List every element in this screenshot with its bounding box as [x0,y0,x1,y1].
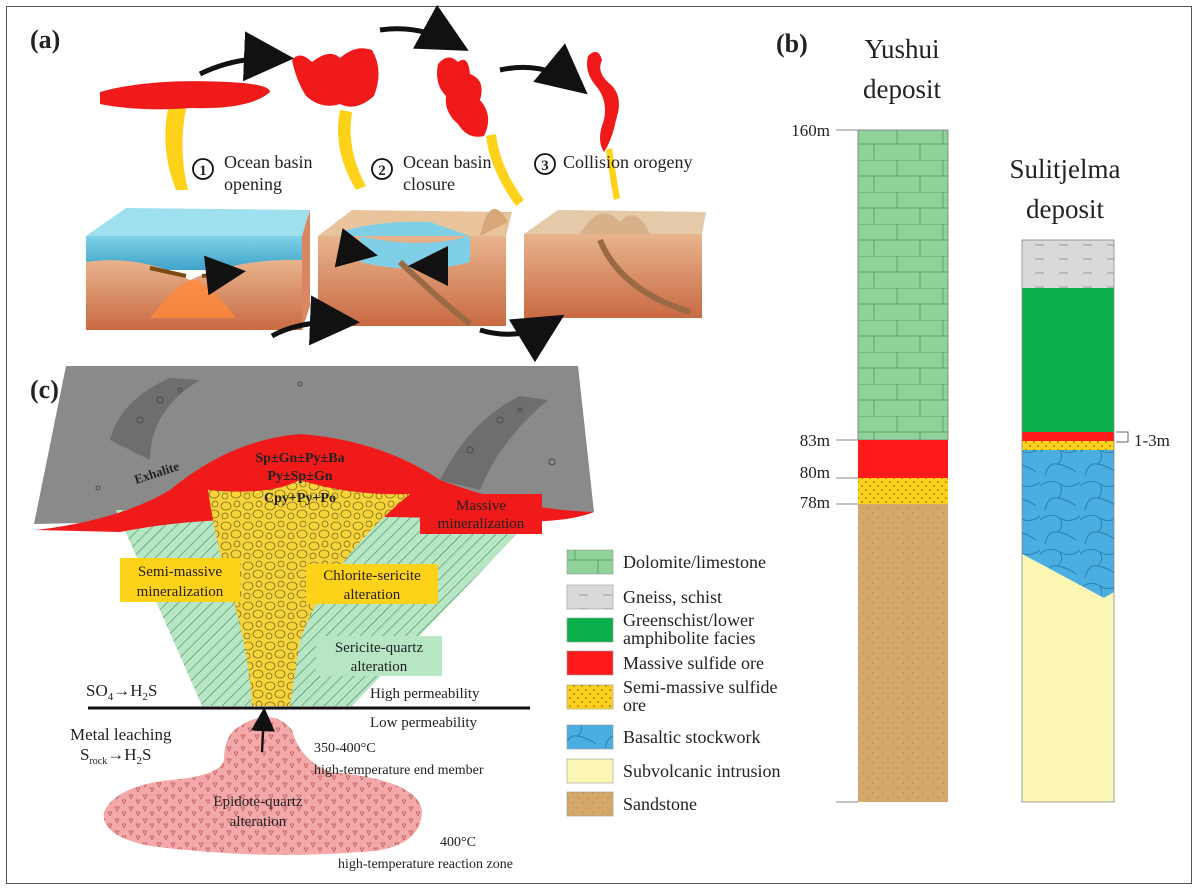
arrow-top-2 [379,4,469,51]
legend-label-2-0: Greenschist/lower [623,610,754,630]
legend-swatch-3 [566,650,614,676]
legend-label-7-0: Sandstone [623,794,697,814]
epidote-line-2: alteration [230,814,287,830]
svg-text:Ocean basin: Ocean basin [403,152,491,172]
svg-text:2: 2 [378,163,386,179]
panel-b: (b) Yushui deposit Sulitjelma deposit 16… [776,29,1170,803]
block-diagram-closure [318,208,512,327]
depth-160: 160m [791,121,830,140]
panel-c-label: (c) [30,375,59,404]
svg-text:mineralization: mineralization [137,584,224,600]
depth-ticks [836,129,858,803]
sulitjelma-title-1: Sulitjelma [1010,154,1121,184]
legend-swatch-6 [566,758,614,784]
svg-text:Chlorite-sericite: Chlorite-sericite [323,568,421,584]
mineral-line-1: Sp±Gn±Py±Ba [255,451,344,466]
so4-reaction: SO4→H2S [86,681,157,703]
svg-text:Sericite-quartz: Sericite-quartz [335,640,424,656]
thickness-bracket [1116,431,1129,443]
fluid-arrow [251,707,276,753]
sulitjelma-title-2: deposit [1026,194,1104,224]
epidote-line-1: Epidote-quartz [213,794,302,810]
yushui-column [857,129,949,802]
metal-leaching-label: Metal leaching [70,725,172,744]
mineral-line-2: Py±Sp±Gn [267,469,332,484]
panel-c: (c) Exhalite Sp±Gn±Py±Ba Py±Sp±Gn Cpy+Py… [30,366,594,872]
yushui-title-1: Yushui [864,34,939,64]
depth-80: 80m [800,463,830,482]
depth-83: 83m [800,431,830,450]
sulitjelma-column [1021,239,1115,803]
legend-swatch-5 [566,724,614,750]
arrow-bottom-1 [270,295,360,346]
arrow-top-1 [198,31,294,82]
low-permeability-label: Low permeability [370,715,478,731]
temp-2-desc: high-temperature reaction zone [338,857,513,872]
svg-text:alteration: alteration [351,659,408,675]
legend-label-4-0: Semi-massive sulfide [623,677,777,697]
massive-mineralization-box: Massive mineralization [420,494,542,534]
legend-swatch-7 [566,791,614,817]
svg-text:Massive: Massive [456,498,506,514]
legend-swatch-0 [566,549,614,575]
block-diagram-collision [524,210,706,318]
block-diagram-opening [86,208,310,330]
arrow-bottom-2 [479,314,565,363]
stage-label-3: 3 Collision orogeny [534,152,693,175]
plume-stage-2 [292,48,379,190]
panel-a-label: (a) [30,25,60,54]
stage-label-2: 2 Ocean basin closure [371,152,491,194]
svg-text:3: 3 [541,158,549,174]
legend-label-4-1: ore [623,695,646,715]
legend-label-5-0: Basaltic stockwork [623,727,760,747]
legend-swatch-1 [566,584,614,610]
svg-text:Ocean basin: Ocean basin [224,152,312,172]
panel-b-label: (b) [776,29,808,58]
mineral-line-3: Cpy+Py+Po [264,491,336,506]
panel-a: (a) 1 Ocean basin opening [30,4,706,363]
legend-label-1-0: Gneiss, schist [623,587,722,607]
plume-stage-3 [437,57,524,206]
temp-2: 400°C [440,835,476,850]
chlorite-sericite-box: Chlorite-sericite alteration [306,564,438,604]
svg-text:opening: opening [224,174,282,194]
arrow-top-3 [499,43,588,95]
stage-label-1: 1 Ocean basin opening [192,152,312,194]
legend-swatch-2 [566,617,614,643]
high-permeability-label: High permeability [370,686,480,702]
legend-label-2-1: amphibolite facies [623,628,755,648]
temp-1-desc: high-temperature end member [314,763,484,778]
yushui-title-2: deposit [863,74,941,104]
srock-reaction: Srock→H2S [80,745,152,767]
legend-label-6-0: Subvolcanic intrusion [623,761,780,781]
plume-stage-1 [100,81,270,190]
plume-stage-4 [587,51,620,200]
thickness-note: 1-3m [1134,431,1170,450]
semi-massive-mineralization-box: Semi-massive mineralization [120,558,240,602]
svg-text:Collision orogeny: Collision orogeny [563,152,693,172]
svg-text:alteration: alteration [344,587,401,603]
svg-text:mineralization: mineralization [438,516,525,532]
epidote-quartz-zone [103,717,422,855]
figure-frame [6,6,1192,884]
legend-swatch-4 [566,684,614,710]
svg-text:Semi-massive: Semi-massive [138,564,222,580]
sericite-quartz-box: Sericite-quartz alteration [316,636,442,676]
temp-1: 350-400°C [314,741,376,756]
legend-label-3-0: Massive sulfide ore [623,653,764,673]
svg-text:closure: closure [403,174,455,194]
depth-78: 78m [800,493,830,512]
svg-text:1: 1 [199,163,207,179]
legend-label-0-0: Dolomite/limestone [623,552,766,572]
